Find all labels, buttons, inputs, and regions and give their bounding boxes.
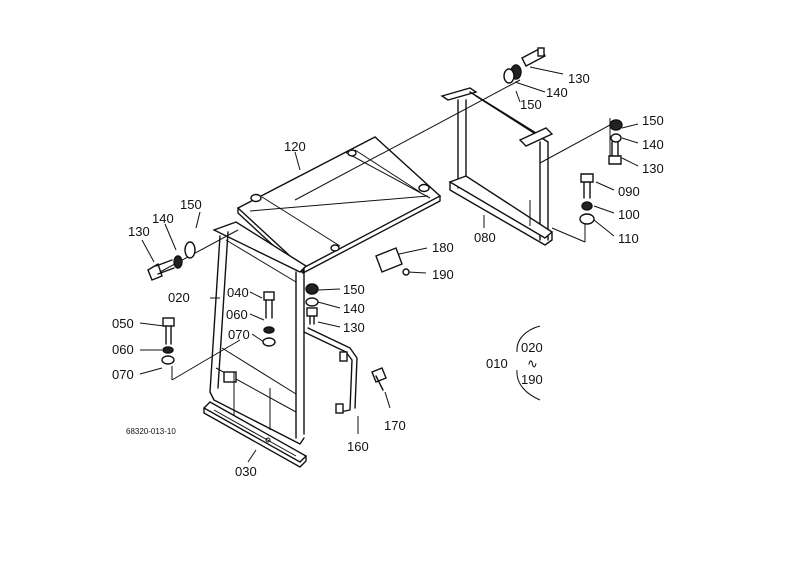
assembly-parent-010: 010 [486,356,508,371]
callout-060: 060 [112,342,134,357]
callout-070: 070 [112,367,134,382]
callout-130: 130 [128,224,150,239]
callout-170: 170 [384,418,406,433]
roof-panel-120 [236,136,442,274]
assembly-to-190: 190 [521,372,543,387]
callout-020: 020 [168,290,190,305]
hardware-lower-left [161,317,175,365]
drawing-code: 68320-013-10 [126,427,176,436]
callout-030: 030 [235,464,257,479]
callout-130: 130 [568,71,590,86]
callout-160: 160 [347,439,369,454]
callout-050: 050 [112,316,134,331]
hardware-top-right [503,47,546,84]
hardware-left-group [147,241,196,281]
callout-110: 110 [618,231,639,246]
leader-lines [139,66,639,463]
callout-180: 180 [432,240,454,255]
step-rod-160 [303,327,358,414]
callout-070: 070 [228,327,250,342]
assembly-from-020: 020 [521,340,543,355]
callout-090: 090 [618,184,640,199]
callout-140: 140 [343,301,365,316]
base-plate-030 [202,401,308,468]
assembly-range-tilde: ∿ [527,356,538,371]
hardware-center-bolt-040 [262,291,276,347]
callout-150: 150 [180,197,202,212]
callout-140: 140 [546,85,568,100]
hardware-center-right [305,283,319,325]
callout-130: 130 [343,320,365,335]
callout-150: 150 [642,113,664,128]
rear-frame-080 [440,87,554,246]
callout-060: 060 [226,307,248,322]
callout-140: 140 [152,211,174,226]
callout-150: 150 [520,97,542,112]
front-frame-020 [209,221,308,445]
callout-080: 080 [474,230,496,245]
plate-180-and-pin-190 [375,247,410,276]
callout-140: 140 [642,137,664,152]
callout-040: 040 [227,285,249,300]
callout-130: 130 [642,161,664,176]
callout-190: 190 [432,267,454,282]
callout-100: 100 [618,207,640,222]
callout-150: 150 [343,282,365,297]
callout-120: 120 [284,139,306,154]
bolt-170 [371,367,387,391]
hardware-right-group [579,119,623,225]
